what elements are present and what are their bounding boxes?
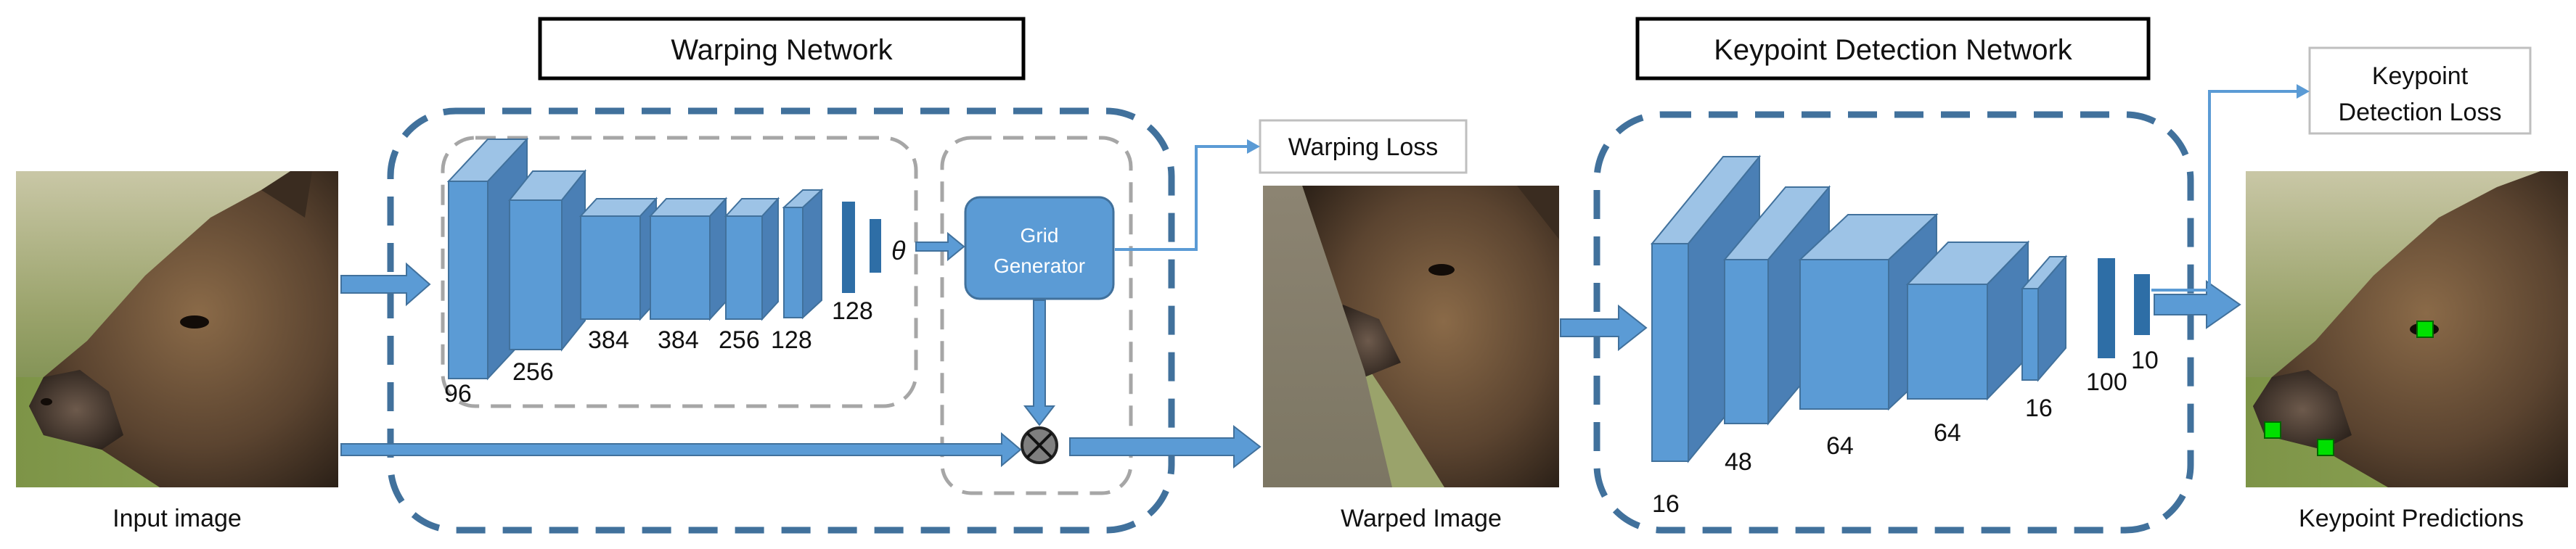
warping-layer-label-3: 384	[588, 326, 629, 354]
keypoint-layer-label-4: 64	[1934, 419, 1961, 447]
arrow-input-to-localization	[340, 262, 431, 307]
localization-network-frame	[441, 136, 918, 408]
keypoint-predictions-image	[2246, 171, 2568, 487]
grid-generator-line1: Grid	[1021, 224, 1059, 247]
keypoint-layer-label-5: 16	[2025, 395, 2053, 422]
loss-arrows	[1115, 90, 2301, 292]
keypoint-loss-label-line1: Keypoint	[2372, 62, 2469, 90]
keypoint-layer-label-2: 48	[1725, 448, 1752, 476]
keypoint-layer-labels: 16 48 64 64 16 100 10	[1652, 347, 2159, 518]
warping-layer-labels: 96 256 384 384 256 128 128	[444, 297, 873, 408]
keypoint-fc-bar-10	[2134, 274, 2150, 335]
keypoint-layer-label-3: 64	[1826, 432, 1854, 460]
sampler-frame	[940, 136, 1133, 495]
keypoint-layer-label-6: 100	[2086, 368, 2127, 396]
warping-layer-label-1: 96	[444, 380, 472, 408]
grid-generator-line2: Generator	[994, 255, 1085, 277]
warping-block-384-a	[578, 197, 658, 321]
arrow-warped-to-keypoint	[1560, 304, 1648, 352]
sampler-multiply-node	[1021, 426, 1058, 464]
warped-image-caption: Warped Image	[1341, 505, 1502, 532]
warping-layer-label-7: 128	[832, 297, 873, 325]
keypoint-layer-label-1: 16	[1652, 490, 1680, 518]
keypoint-layer-label-7: 10	[2131, 347, 2159, 374]
arrow-input-to-sampler	[340, 432, 1022, 468]
arrow-sampler-to-warped	[1069, 424, 1262, 469]
warping-network-title: Warping Network	[671, 34, 893, 66]
warping-loss-box: Warping Loss	[1259, 119, 1468, 174]
warped-image	[1263, 186, 1559, 487]
keypoint-fc-bar-100	[2098, 258, 2115, 358]
keypoint-block-64-b	[1905, 240, 2030, 401]
arrow-keypoint-to-detection-loss	[2151, 90, 2301, 292]
warping-layer-label-4: 384	[658, 326, 699, 354]
warping-network-frame	[387, 107, 1175, 534]
arrow-grid-to-sampler	[1023, 300, 1056, 426]
flow-arrows	[340, 231, 2241, 469]
keypoint-marker-eye	[2416, 321, 2434, 338]
warping-layer-label-5: 256	[719, 326, 760, 354]
warping-network-title-box: Warping Network	[538, 17, 1026, 81]
warping-block-384-b	[648, 197, 728, 321]
keypoint-network-title-box: Keypoint Detection Network	[1635, 17, 2151, 81]
grid-generator: Grid Generator	[964, 196, 1115, 300]
warping-block-256-b	[724, 197, 780, 321]
keypoint-marker-nose	[2264, 421, 2281, 439]
theta-label: θ	[891, 236, 906, 265]
loss-arrowheads	[1247, 84, 2310, 154]
arrow-keypoint-to-output	[2154, 280, 2241, 329]
keypoint-marker-mouth	[2317, 439, 2334, 456]
keypoint-block-16-b	[2020, 255, 2068, 382]
warping-layer-label-6: 128	[771, 326, 812, 354]
warping-layer-label-2: 256	[512, 358, 554, 386]
input-image	[16, 171, 338, 487]
warping-layer-blocks	[446, 137, 881, 381]
warping-block-128	[782, 188, 824, 320]
keypoint-loss-label-line2: Detection Loss	[2339, 99, 2502, 126]
arrow-grid-to-warping-loss	[1115, 145, 1250, 251]
keypoint-layer-blocks	[1650, 154, 2150, 463]
keypoint-predictions-caption: Keypoint Predictions	[2299, 505, 2524, 532]
warping-block-256	[507, 169, 587, 352]
warping-fc-bar-theta	[870, 219, 881, 273]
warping-loss-label: Warping Loss	[1288, 133, 1439, 161]
keypoint-network-title: Keypoint Detection Network	[1714, 34, 2073, 66]
input-image-caption: Input image	[113, 505, 242, 532]
arrow-theta-to-grid	[915, 231, 965, 262]
keypoint-loss-box: Keypoint Detection Loss	[2308, 46, 2532, 135]
warping-fc-bar-128	[842, 202, 855, 293]
keypoint-network-frame	[1593, 111, 2194, 534]
